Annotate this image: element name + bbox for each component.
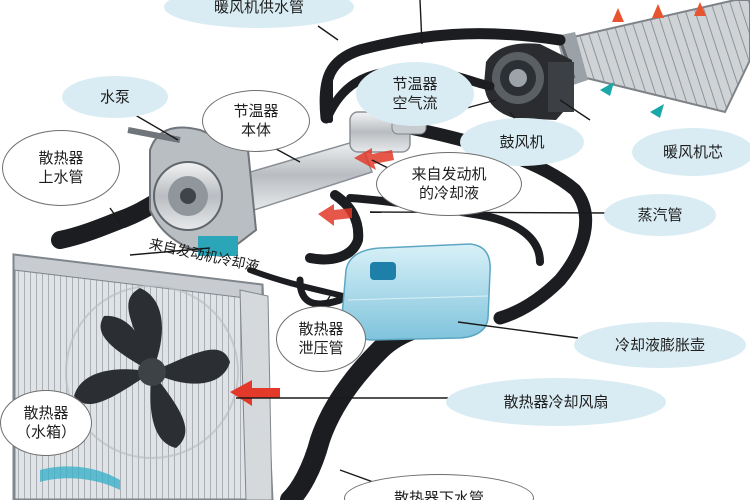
label-coolant-from-engine-1: 来自发动机 的冷却液 bbox=[376, 152, 522, 216]
heat-arrows-icon bbox=[612, 2, 706, 22]
flow-arrow-icon bbox=[230, 148, 394, 406]
label-thermostat-body: 节温器 本体 bbox=[202, 90, 310, 152]
leader-lines bbox=[109, 0, 611, 487]
fan-icon bbox=[65, 285, 239, 459]
air-flow-arrows-icon bbox=[600, 82, 664, 118]
label-steam-pipe: 蒸汽管 bbox=[604, 194, 716, 236]
air-flow-ribbon bbox=[40, 466, 120, 490]
label-thermostat-air-flow: 节温器 空气流 bbox=[356, 62, 474, 126]
label-water-pump: 水泵 bbox=[62, 76, 168, 118]
label-radiator-upper-hose: 散热器 上水管 bbox=[2, 130, 120, 206]
coolant-expansion-tank-shape bbox=[341, 243, 491, 341]
label-coolant-expansion-tank: 冷却液膨胀壶 bbox=[574, 322, 746, 368]
label-heater-core: 暖风机芯 bbox=[632, 128, 750, 176]
label-radiator-pressure-pipe: 散热器 泄压管 bbox=[276, 306, 366, 372]
label-radiator-cooling-fan: 散热器冷却风扇 bbox=[446, 378, 666, 426]
label-radiator-water-tank: 散热器 （水箱） bbox=[0, 390, 92, 456]
blower-icon bbox=[484, 43, 574, 120]
pump-icon bbox=[127, 126, 258, 258]
